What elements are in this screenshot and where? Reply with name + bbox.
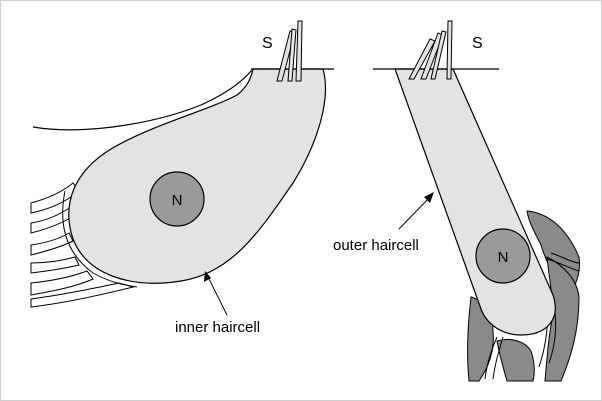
stereocilium — [295, 20, 303, 82]
stereocilium — [446, 20, 453, 80]
nerve-ending — [550, 252, 580, 264]
outer-nucleus-label: N — [498, 249, 509, 266]
inner-haircell-body — [68, 68, 326, 284]
outer-stereocilia-label: S — [472, 35, 483, 52]
outer-haircell-label: outer haircell — [333, 237, 419, 254]
support-cell — [496, 338, 535, 382]
outer-nerve-endings — [484, 252, 580, 380]
nerve-fiber — [30, 282, 135, 308]
outer-nucleus — [475, 228, 531, 284]
outer-support-cells — [467, 210, 580, 382]
nerve-ending — [492, 336, 504, 380]
inner-haircell-arrow — [204, 271, 228, 316]
outer-haircell-arrow — [398, 192, 434, 230]
inner-haircell-label: inner haircell — [175, 319, 260, 336]
outer-stereocilia — [408, 20, 453, 80]
inner-support-edge — [92, 272, 138, 288]
inner-nerve-fibers — [30, 182, 135, 308]
inner-haircell-group: N S inner haircell — [30, 20, 334, 336]
nerve-fiber — [30, 270, 94, 296]
nerve-ending — [546, 258, 580, 272]
inner-nucleus — [149, 171, 205, 227]
outer-haircell-group: N S outer haircell — [333, 20, 580, 382]
nerve-ending — [484, 336, 498, 380]
inner-upper-membrane — [32, 68, 260, 131]
outer-haircell-body — [394, 68, 556, 336]
inner-support-edge — [62, 190, 94, 274]
nerve-fiber — [30, 256, 80, 274]
stereocilium — [287, 28, 297, 82]
inner-stereocilia-label: S — [262, 35, 273, 52]
inner-nucleus-label: N — [172, 192, 183, 209]
stereocilium — [430, 30, 447, 80]
inner-stereocilia — [276, 20, 303, 82]
nerve-fiber — [30, 232, 74, 256]
